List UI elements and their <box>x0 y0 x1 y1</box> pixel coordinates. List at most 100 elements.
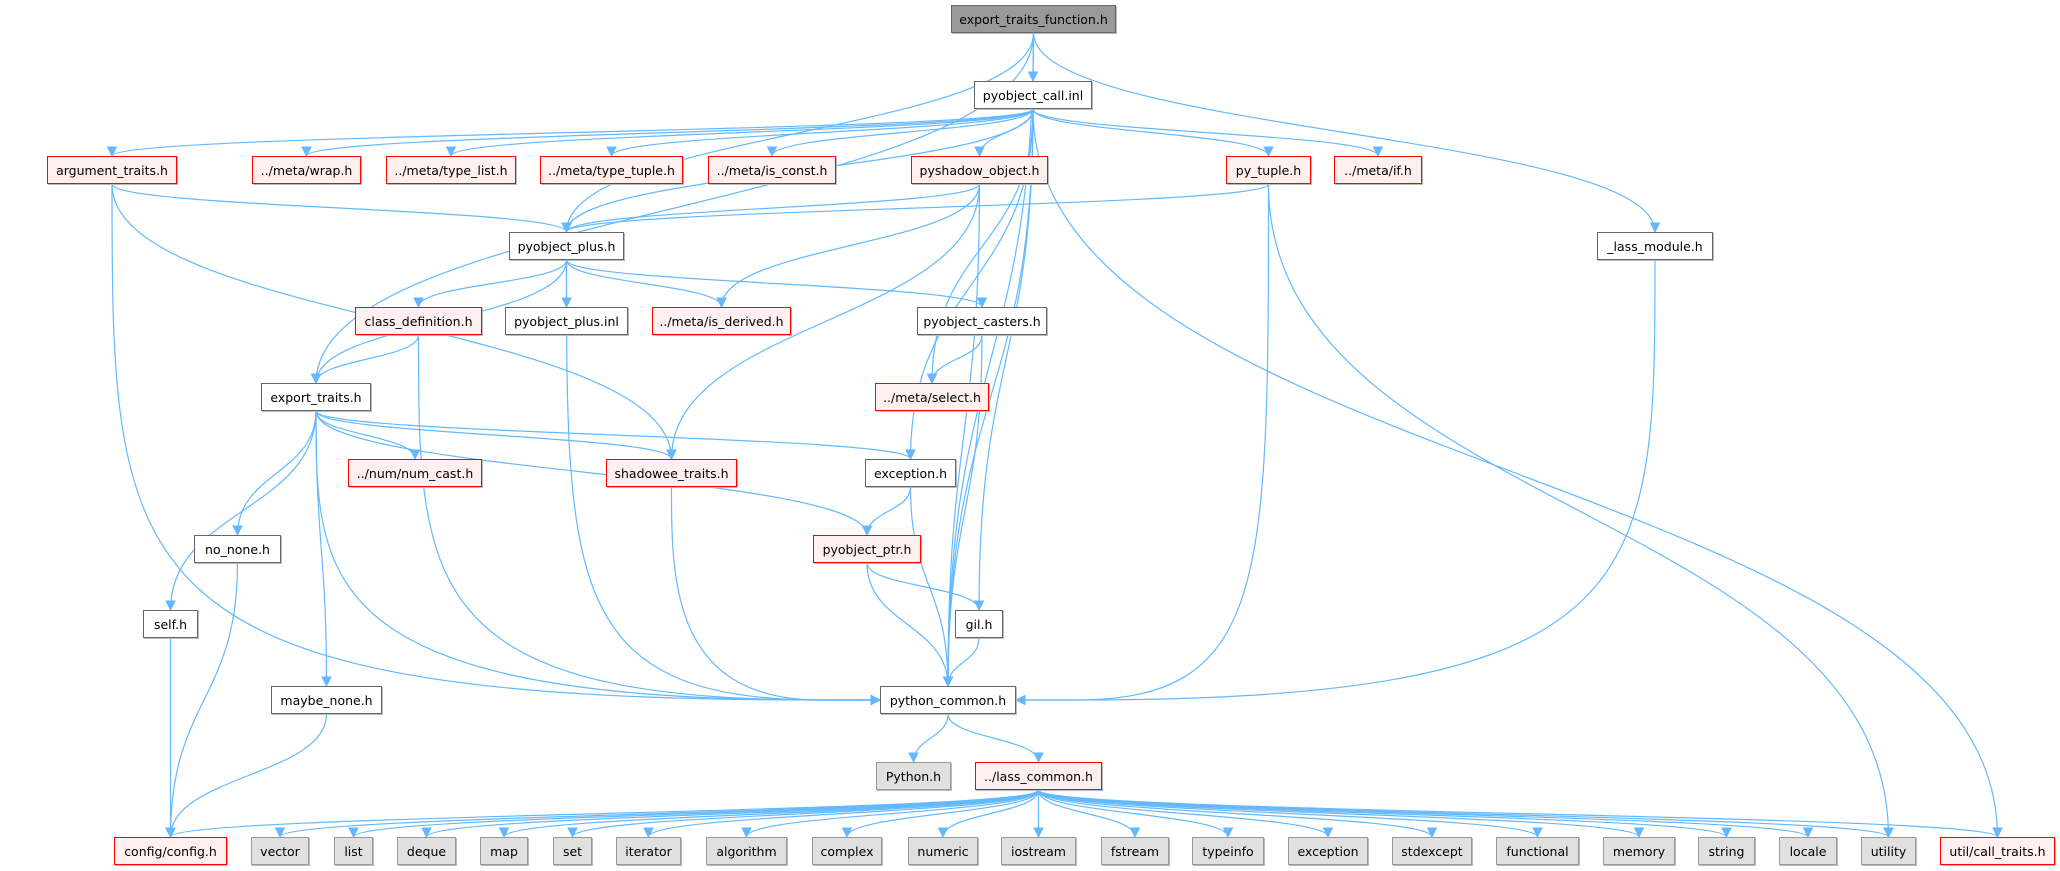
node-shadowee[interactable]: shadowee_traits.h <box>606 459 737 487</box>
node-lassmod[interactable]: _lass_module.h <box>1597 232 1713 260</box>
node-pythonh[interactable]: Python.h <box>876 762 951 790</box>
edge-pcall-to-gil <box>973 108 1034 612</box>
node-map[interactable]: map <box>480 837 528 865</box>
edge-et-to-self <box>165 410 317 612</box>
node-isderived[interactable]: ../meta/is_derived.h <box>652 307 791 335</box>
node-locale[interactable]: locale <box>1779 837 1837 865</box>
node-label: pyobject_plus.h <box>517 238 616 254</box>
node-pptr[interactable]: pyobject_ptr.h <box>813 535 921 563</box>
edge-lasscommon-to-deque <box>421 789 1040 839</box>
node-iterator[interactable]: iterator <box>616 837 681 865</box>
node-pytuple[interactable]: py_tuple.h <box>1226 156 1311 184</box>
node-isconst[interactable]: ../meta/is_const.h <box>708 156 836 184</box>
node-stdexcept[interactable]: stdexcept <box>1392 837 1472 865</box>
node-pcall[interactable]: pyobject_call.inl <box>974 81 1092 109</box>
edge-lasscommon-to-complex <box>841 789 1040 839</box>
node-exc[interactable]: exception.h <box>865 459 956 487</box>
node-label: deque <box>406 843 447 859</box>
edge-lasscommon-to-set <box>567 789 1040 839</box>
edge-lasscommon-to-fstream <box>1037 789 1141 839</box>
edge-lasscommon-to-exception <box>1037 789 1334 839</box>
node-deque[interactable]: deque <box>397 837 456 865</box>
node-self[interactable]: self.h <box>143 610 198 638</box>
node-algorithm[interactable]: algorithm <box>706 837 787 865</box>
node-list[interactable]: list <box>334 837 373 865</box>
node-gil[interactable]: gil.h <box>955 610 1003 638</box>
node-pyshadow[interactable]: pyshadow_object.h <box>911 156 1048 184</box>
edge-pplus-to-isderived <box>565 259 727 309</box>
node-set[interactable]: set <box>553 837 592 865</box>
edge-lassmod-to-pycommon <box>1014 259 1656 706</box>
node-utility[interactable]: utility <box>1861 837 1916 865</box>
edge-et-to-pptr <box>315 410 873 537</box>
node-tlist[interactable]: ../meta/type_list.h <box>386 156 516 184</box>
node-pplus[interactable]: pyobject_plus.h <box>509 232 624 260</box>
node-numcast[interactable]: ../num/num_cast.h <box>348 459 482 487</box>
node-metaif[interactable]: ../meta/if.h <box>1334 156 1422 184</box>
edge-pcall-to-isconst <box>766 108 1034 158</box>
edge-pyshadow-to-shadowee <box>666 183 981 461</box>
node-config[interactable]: config/config.h <box>114 837 227 865</box>
edge-lasscommon-to-map <box>498 789 1040 839</box>
edge-pytuple-to-utility <box>1267 183 1894 839</box>
node-functional[interactable]: functional <box>1496 837 1579 865</box>
node-select[interactable]: ../meta/select.h <box>875 383 989 411</box>
node-label: ../meta/type_list.h <box>394 162 508 178</box>
node-label: config/config.h <box>124 843 217 859</box>
node-label: Python.h <box>885 768 942 784</box>
edge-pcall-to-wrap <box>301 108 1034 158</box>
edge-pcall-to-metaif <box>1032 108 1384 158</box>
edge-exc-to-pptr <box>861 486 912 537</box>
node-label: class_definition.h <box>364 313 473 329</box>
edge-et-to-shadowee <box>315 410 677 461</box>
edge-pcall-to-ttuple <box>606 108 1034 158</box>
node-et[interactable]: export_traits.h <box>261 383 371 411</box>
node-argt[interactable]: argument_traits.h <box>47 156 177 184</box>
node-numeric[interactable]: numeric <box>908 837 978 865</box>
edge-pplus-to-casters <box>565 259 988 309</box>
node-pycommon[interactable]: python_common.h <box>880 686 1016 714</box>
node-label: gil.h <box>965 616 993 632</box>
node-memory[interactable]: memory <box>1603 837 1675 865</box>
edge-et-to-exc <box>315 410 916 461</box>
node-maybenone[interactable]: maybe_none.h <box>271 686 382 714</box>
edge-argt-to-pplus <box>111 183 572 234</box>
node-nonone[interactable]: no_none.h <box>194 535 281 563</box>
node-wrap[interactable]: ../meta/wrap.h <box>252 156 361 184</box>
node-vector[interactable]: vector <box>251 837 309 865</box>
node-string[interactable]: string <box>1698 837 1755 865</box>
node-fstream[interactable]: fstream <box>1101 837 1169 865</box>
node-iostream[interactable]: iostream <box>1001 837 1076 865</box>
node-label: export_traits_function.h <box>959 11 1108 27</box>
node-label: pyobject_plus.inl <box>514 313 619 329</box>
node-pplusinl[interactable]: pyobject_plus.inl <box>505 307 628 335</box>
node-typeinfo[interactable]: typeinfo <box>1192 837 1264 865</box>
node-calltraits[interactable]: util/call_traits.h <box>1940 837 2055 865</box>
edge-classdef-to-pycommon <box>417 334 882 706</box>
edge-lasscommon-to-config <box>165 789 1040 839</box>
edge-argt-to-pycommon <box>111 183 882 706</box>
edge-et-to-nonone <box>232 410 317 537</box>
edge-pcall-to-pytuple <box>1032 108 1274 158</box>
edge-pplus-to-pycommon <box>565 259 882 706</box>
edge-pcall-to-calltraits <box>1032 108 2003 839</box>
edge-shadowee-to-pycommon <box>670 486 882 706</box>
edge-etf-to-pycommon <box>942 32 1035 688</box>
node-lasscommon[interactable]: ../lass_common.h <box>975 762 1102 790</box>
node-label: pyobject_casters.h <box>923 313 1041 329</box>
edge-exc-to-pycommon <box>909 486 954 688</box>
node-label: pyshadow_object.h <box>919 162 1040 178</box>
node-casters[interactable]: pyobject_casters.h <box>917 307 1047 335</box>
node-ttuple[interactable]: ../meta/type_tuple.h <box>540 156 683 184</box>
node-label: numeric <box>917 843 969 859</box>
node-exception[interactable]: exception <box>1288 837 1368 865</box>
node-classdef[interactable]: class_definition.h <box>355 307 482 335</box>
node-complex[interactable]: complex <box>812 837 882 865</box>
edge-lasscommon-to-vector <box>274 789 1040 839</box>
node-label: py_tuple.h <box>1235 162 1302 178</box>
node-label: fstream <box>1110 843 1160 859</box>
node-label: iostream <box>1011 843 1066 859</box>
node-etf[interactable]: export_traits_function.h <box>951 5 1116 33</box>
node-label: ../meta/select.h <box>883 389 981 405</box>
